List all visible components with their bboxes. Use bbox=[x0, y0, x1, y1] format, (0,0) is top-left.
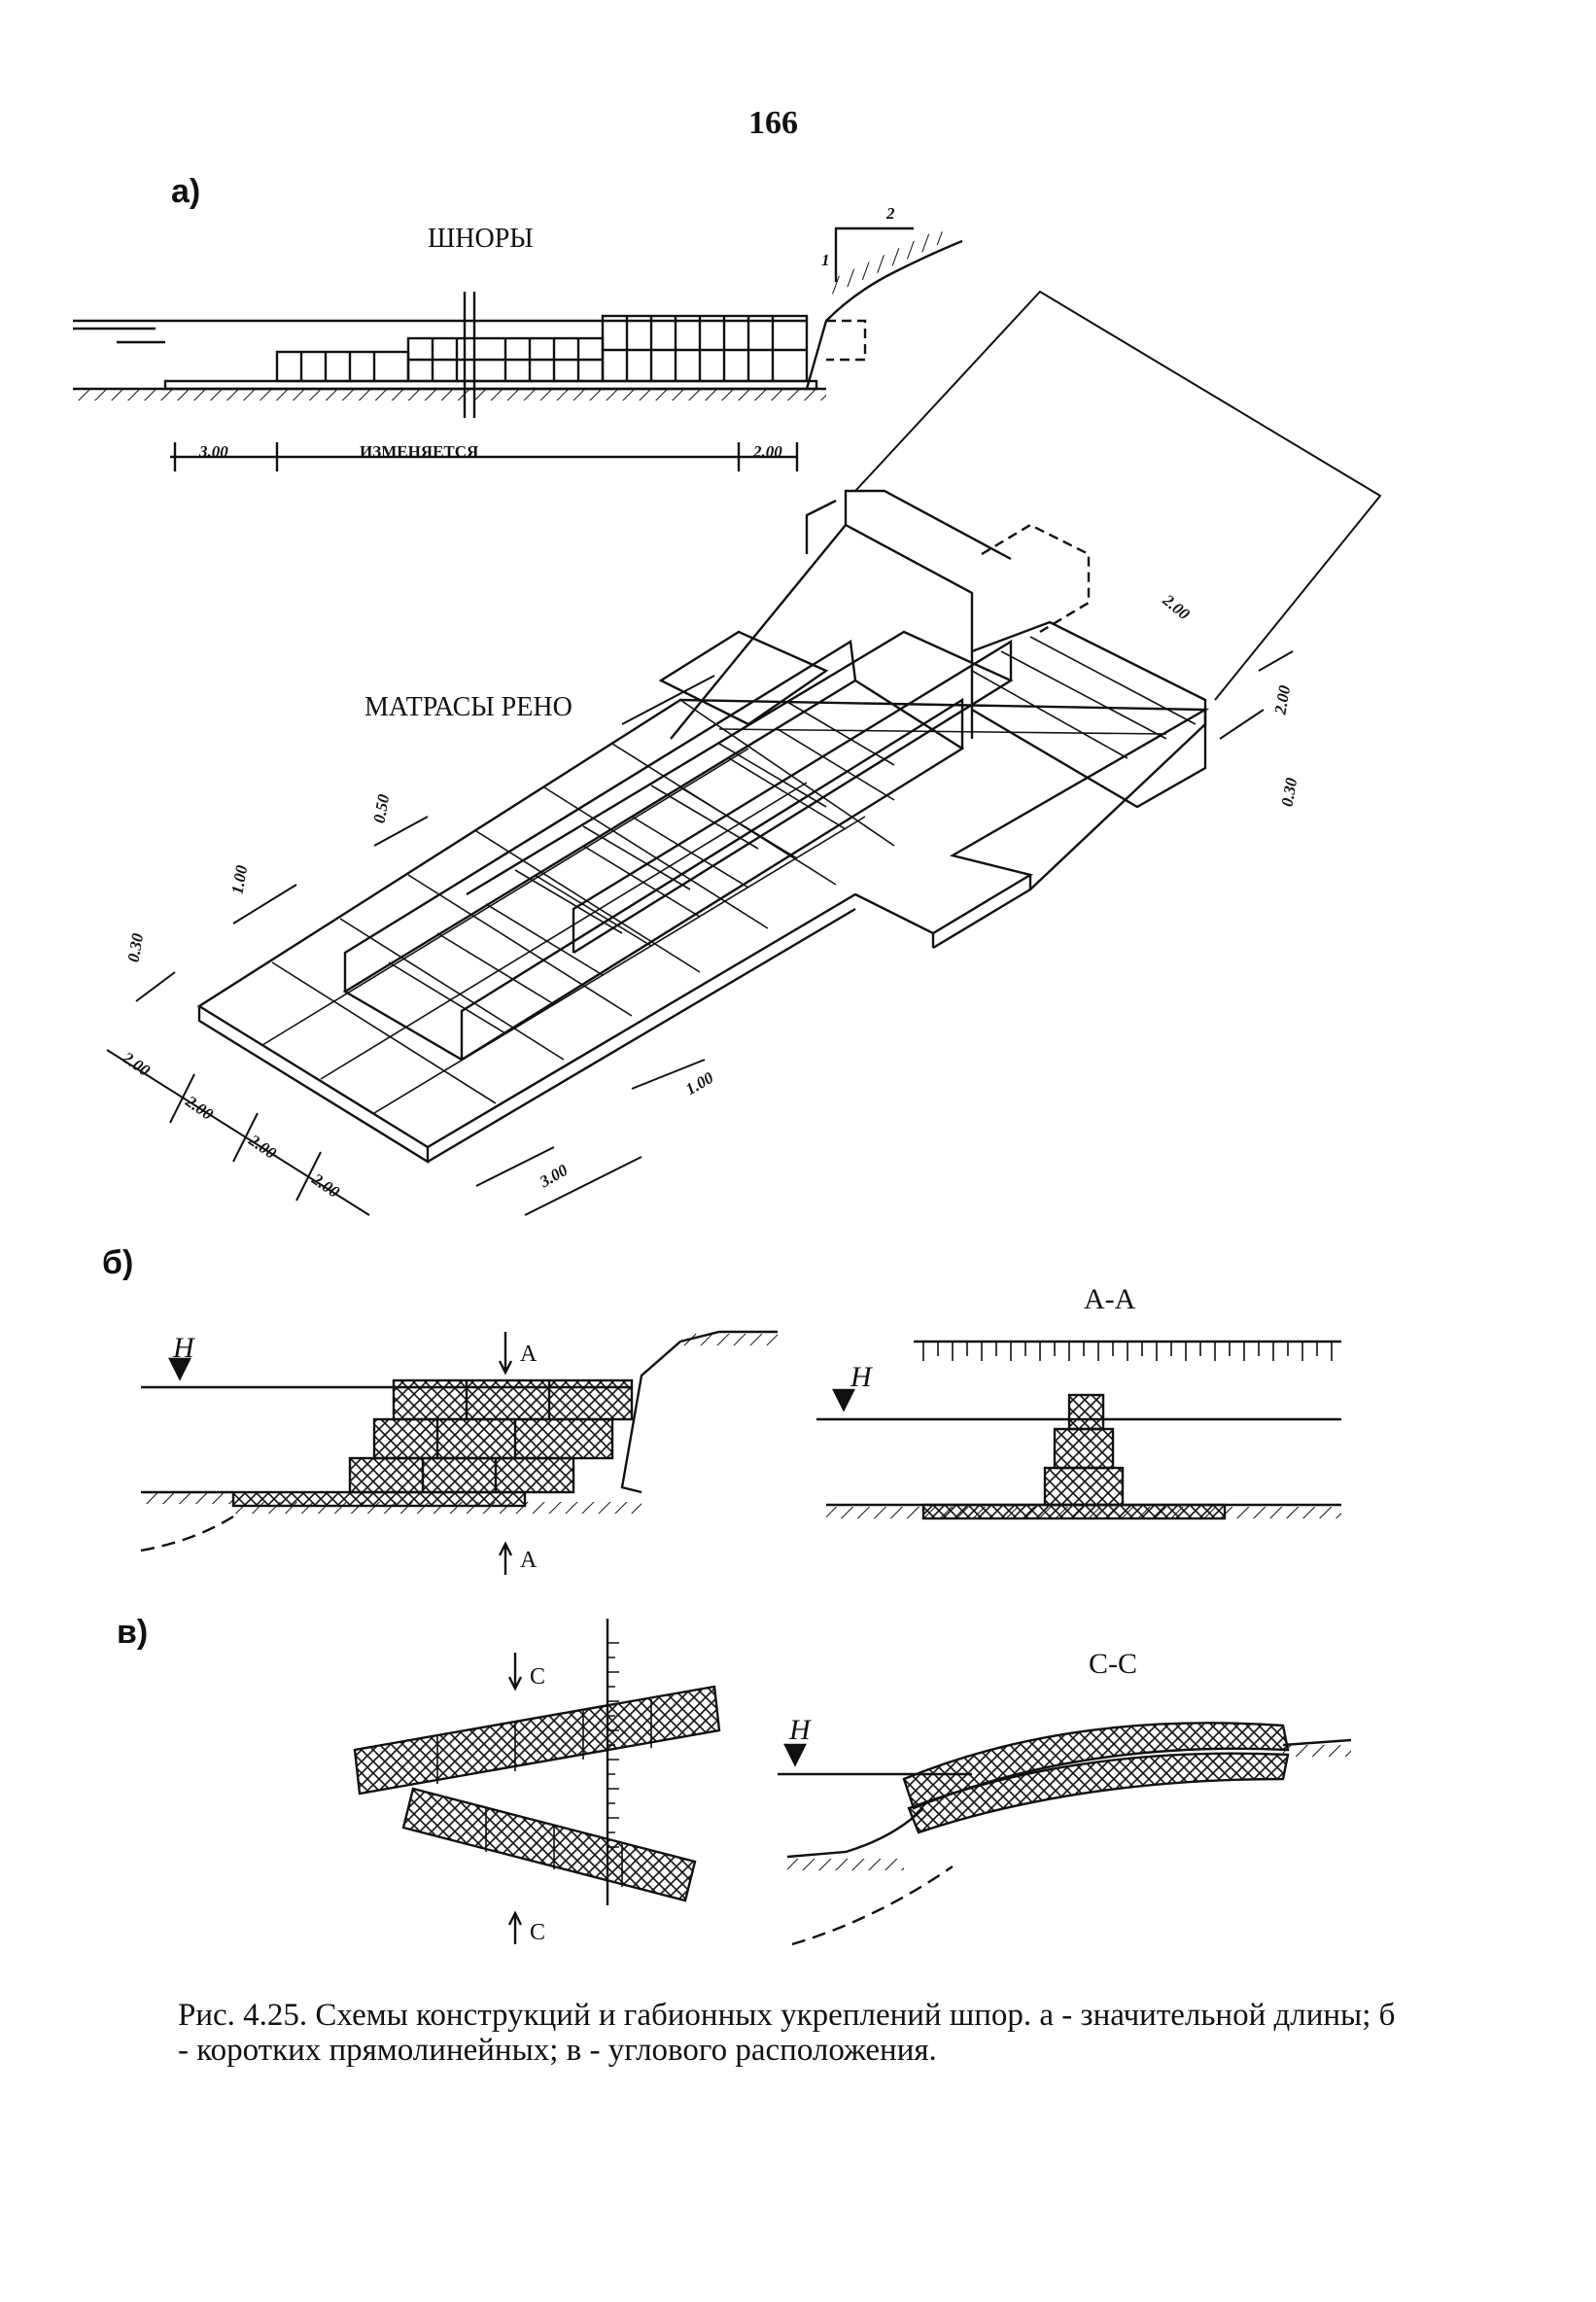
page-number: 166 bbox=[748, 105, 798, 141]
figure-caption: Рис. 4.25. Схемы конструкций и габионных… bbox=[178, 1998, 1396, 2068]
section-aa-title: А-А bbox=[1084, 1283, 1136, 1315]
section-cc-title: С-С bbox=[1089, 1648, 1138, 1680]
panel-v-section bbox=[778, 1722, 1352, 1946]
water-level-b-left: H bbox=[173, 1332, 194, 1364]
panel-a-letter: а) bbox=[171, 173, 201, 210]
slope-mark-1: 1 bbox=[821, 251, 830, 269]
section-gabion-blocks bbox=[275, 314, 809, 383]
slope-mark-2: 2 bbox=[886, 204, 895, 223]
dim-a-varies: ИЗМЕНЯЕТСЯ bbox=[360, 442, 479, 461]
section-mark-a-top: А bbox=[520, 1342, 538, 1367]
panel-b-right-section bbox=[816, 1340, 1341, 1520]
section-mark-c-top: С bbox=[530, 1664, 546, 1690]
water-level-v: H bbox=[789, 1714, 811, 1746]
panel-a-isometric bbox=[106, 290, 1382, 1216]
panel-b-letter: б) bbox=[102, 1244, 134, 1281]
dim-a-2: 2.00 bbox=[753, 442, 782, 461]
dim-a-1: 3.00 bbox=[199, 442, 228, 461]
water-level-b-right: H bbox=[850, 1361, 872, 1393]
section-mark-c-bottom: С bbox=[530, 1920, 546, 1945]
section-mark-a-bottom: А bbox=[520, 1548, 538, 1573]
reno-mattress-label: МАТРАСЫ РЕНО bbox=[364, 692, 572, 722]
panel-v-letter: в) bbox=[117, 1614, 149, 1651]
spur-section-title: ШНОРЫ bbox=[428, 224, 534, 254]
panel-a-section bbox=[73, 227, 963, 471]
panel-v-plan bbox=[353, 1619, 721, 1944]
panel-b-left-section bbox=[140, 1330, 778, 1575]
